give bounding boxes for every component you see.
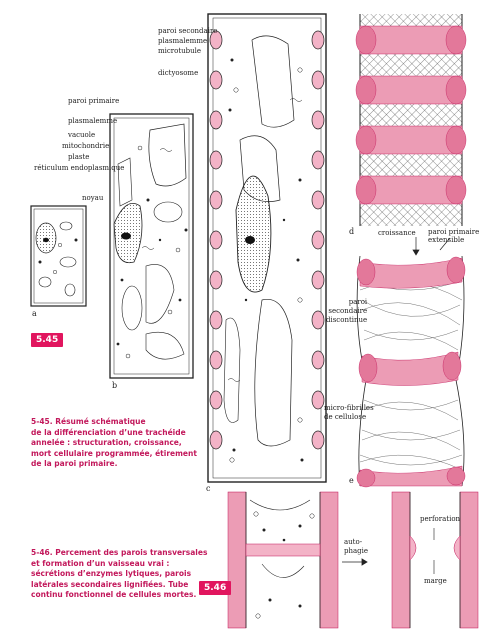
vessel-g	[391, 491, 479, 629]
microfibrils-e	[359, 279, 463, 471]
panel-letter-b: b	[112, 381, 118, 390]
label-mitochondrie: mitochondrie	[62, 142, 110, 150]
cell-c	[207, 13, 327, 483]
label-plasmalemme-c: plasmalemme	[158, 37, 208, 45]
label-dictyosome: dictyosome	[158, 69, 199, 77]
panel-letter-c: c	[206, 484, 211, 493]
label-microfibrilles: micro-fibrilles de cellulose	[324, 404, 374, 421]
label-perforation: perforation	[420, 515, 461, 523]
label-noyau: noyau	[82, 194, 104, 202]
label-paroi-primaire: paroi primaire	[68, 97, 120, 105]
rings-e	[359, 257, 463, 487]
panel-letter-a: a	[32, 309, 37, 318]
nucleus-c	[235, 175, 272, 293]
label-plasmalemme-b: plasmalemme	[68, 117, 118, 125]
label-paroi-primaire-extensible: paroi primaire extensible	[428, 228, 480, 244]
caption-5-46: 5-46. Percement des parois transversales…	[31, 548, 208, 599]
label-microtubule: microtubule	[158, 47, 202, 55]
vessel-f	[227, 491, 339, 629]
cell-a	[30, 205, 87, 307]
badge-5-46: 5.46	[199, 581, 232, 595]
caption-5-45: 5-45. Résumé schématique de la différenc…	[31, 417, 197, 468]
rings-d	[359, 25, 463, 205]
label-reticulum: réticulum endoplasmique	[34, 164, 125, 172]
label-paroi-secondaire-discontinue: paroi secondaire discontinue	[326, 298, 368, 324]
label-croissance: croissance	[378, 229, 416, 237]
cell-b	[109, 113, 194, 379]
label-marge: marge	[424, 577, 447, 585]
label-autophagie: auto- phagie	[344, 538, 369, 555]
label-vacuole: vacuole	[68, 131, 96, 139]
label-paroi-secondaire: paroi secondaire	[158, 27, 218, 35]
tracheid-e	[356, 255, 466, 488]
label-plaste: plaste	[68, 153, 90, 161]
panel-letter-d: d	[349, 227, 355, 236]
badge-5-45: 5.45	[31, 333, 64, 347]
wall-thickenings-c	[209, 30, 325, 450]
panel-letter-e: e	[349, 476, 354, 485]
tracheid-d	[355, 14, 467, 226]
